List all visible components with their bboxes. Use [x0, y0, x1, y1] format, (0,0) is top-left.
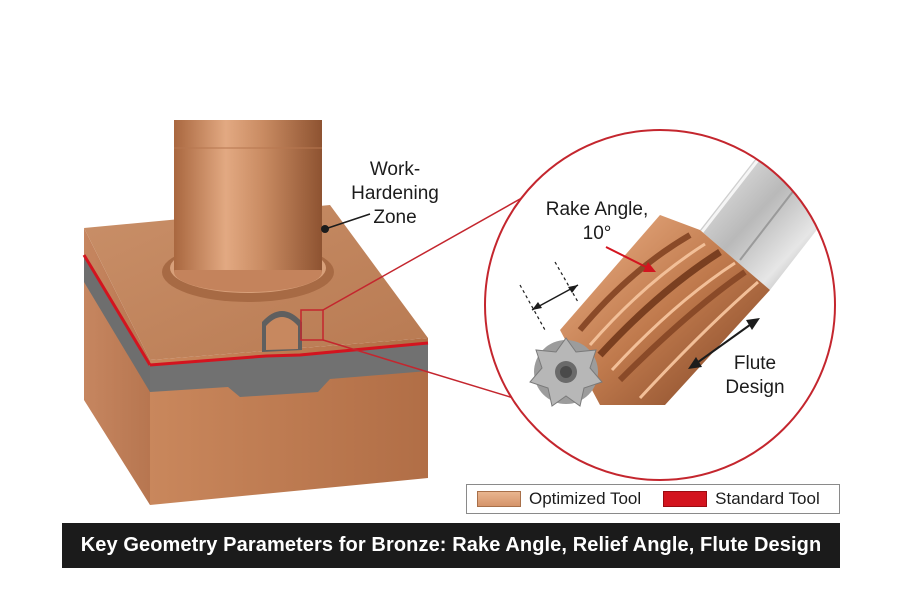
- zoom-circle: [484, 129, 836, 481]
- zoom-connector-bottom: [322, 339, 521, 401]
- flute-design-label: Flute Design: [700, 352, 810, 400]
- legend-item-optimized: Optimized Tool: [467, 489, 641, 509]
- rake-angle-line2: 10°: [582, 223, 612, 244]
- legend-item-standard: Standard Tool: [641, 489, 820, 509]
- tool-flutes: [560, 215, 770, 405]
- tool-end-face: [529, 337, 603, 407]
- bronze-shaft: [162, 120, 334, 302]
- work-hardening-zone-label: Work- Hardening Zone: [330, 158, 460, 230]
- optimized-tool-label: Optimized Tool: [529, 489, 642, 508]
- rake-angle-label: Rake Angle, 10°: [532, 198, 662, 246]
- zoom-connector-top: [322, 189, 537, 311]
- rake-angle-line1: Rake Angle,: [545, 199, 649, 220]
- block-right-grey-band: [150, 343, 428, 397]
- flute-design-line1: Flute: [733, 353, 777, 374]
- work-hardening-line1: Work-: [369, 159, 421, 180]
- work-hardening-line3: Zone: [373, 207, 417, 228]
- caption-text: Key Geometry Parameters for Bronze: Rake…: [80, 534, 822, 556]
- legend: Optimized Tool Standard Tool: [466, 484, 840, 514]
- relief-angle-dimension: [519, 261, 579, 331]
- optimized-tool-swatch: [477, 491, 521, 507]
- flute-design-line2: Design: [725, 377, 785, 398]
- standard-tool-line-left: [82, 254, 152, 366]
- zoom-source-box: [300, 309, 324, 341]
- flute-design-arrow: [688, 318, 760, 369]
- work-hardening-line2: Hardening: [351, 183, 439, 204]
- standard-tool-swatch: [663, 491, 708, 507]
- caption-banner: Key Geometry Parameters for Bronze: Rake…: [62, 523, 840, 568]
- block-left-grey-band: [84, 256, 150, 392]
- rake-angle-arrow: [605, 246, 656, 272]
- standard-tool-line-right: [149, 341, 429, 367]
- work-hardening-leader: [324, 213, 371, 230]
- standard-tool-label: Standard Tool: [715, 489, 820, 508]
